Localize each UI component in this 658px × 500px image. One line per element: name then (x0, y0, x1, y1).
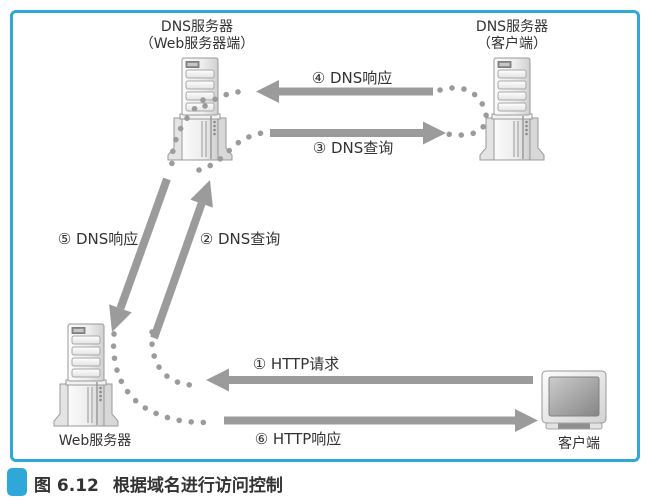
arrow-step5-dns-response (109, 177, 171, 332)
arrow-step3-dns-query (270, 121, 446, 145)
figure-number: 图 6.12 (34, 476, 99, 496)
dotted-connector-to-arrow3 (196, 130, 265, 173)
label-step2-dns-query: ② DNS查询 (199, 230, 281, 248)
dotted-connector-over-server (169, 97, 206, 169)
dotted-connector-inner-web (149, 329, 195, 388)
label-dns-server-web: DNS服务器 （Web服务器端） (140, 19, 255, 53)
label-dns-server-client: DNS服务器 （客户端） (476, 19, 548, 53)
dotted-connector-outer-web (110, 331, 217, 426)
diagram-frame (10, 10, 640, 462)
arrow-step1-http-request (206, 368, 533, 392)
dotted-connector-dns-client (437, 85, 489, 138)
caption-accent-tab (7, 468, 27, 496)
server-icon-dns-web (167, 57, 233, 161)
label-step6-http-response: ⑥ HTTP响应 (254, 430, 342, 448)
server-icon-dns-client (479, 57, 545, 161)
arrow-step6-http-response (224, 409, 538, 432)
label-dns-server-web-line1: DNS服务器 (160, 19, 234, 35)
dotted-connector-to-arrow4 (202, 88, 251, 109)
label-dns-server-client-line1: DNS服务器 (475, 19, 549, 35)
server-icon-web (53, 323, 119, 427)
figure-title: 根据域名进行访问控制 (112, 476, 283, 496)
label-step4-dns-response: ④ DNS响应 (311, 69, 393, 87)
arrow-step4-dns-response (256, 80, 433, 103)
figure-caption: 图 6.12 根据域名进行访问控制 (34, 471, 283, 496)
label-dns-server-web-line2: （Web服务器端） (139, 36, 255, 52)
label-step5-dns-response: ⑤ DNS响应 (57, 230, 139, 248)
label-web-server: Web服务器 (58, 433, 132, 449)
label-client: 客户端 (558, 436, 600, 452)
label-dns-server-client-line2: （客户端） (476, 36, 547, 52)
arrow-step2-dns-query (150, 180, 213, 340)
client-computer-icon (541, 370, 607, 430)
label-step3-dns-query: ③ DNS查询 (312, 139, 394, 157)
label-step1-http-request: ① HTTP请求 (252, 355, 340, 373)
